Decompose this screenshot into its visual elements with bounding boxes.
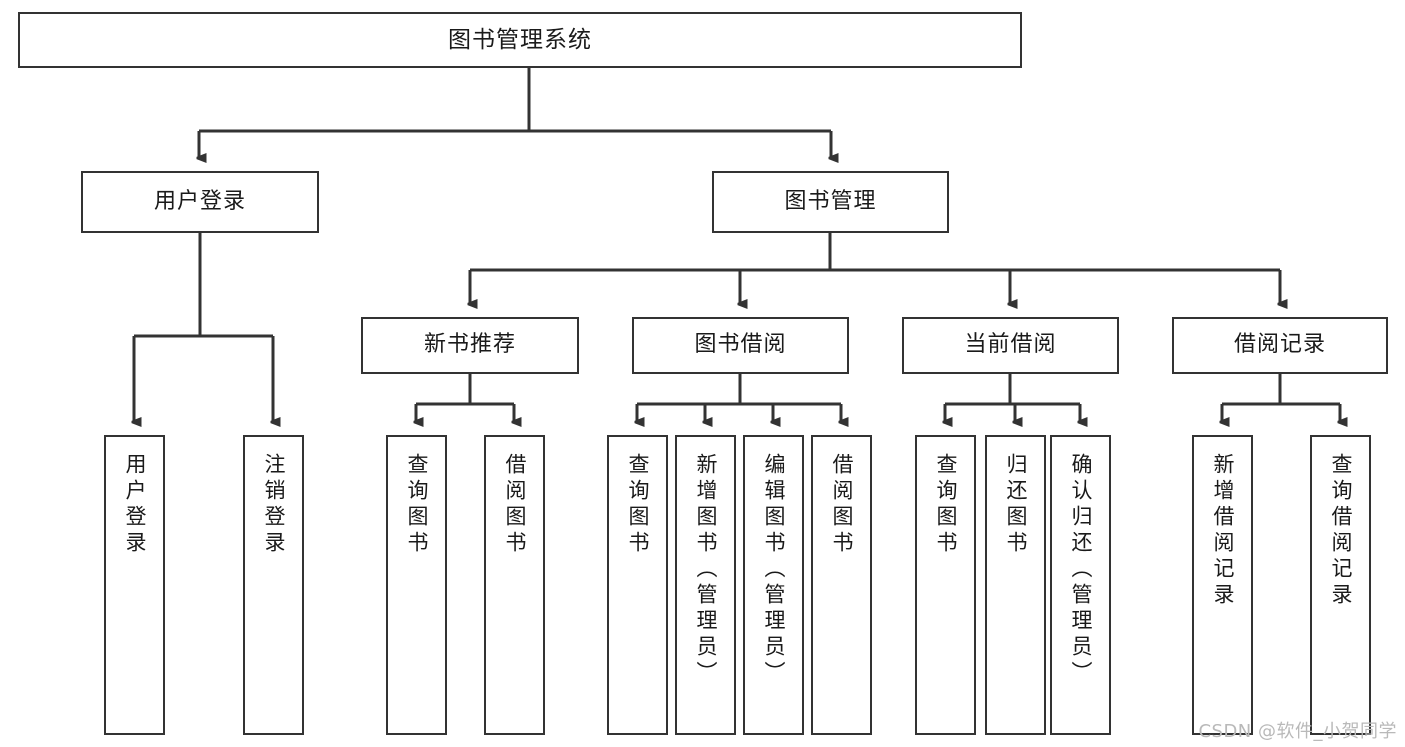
node-label: 图书管理系统: [448, 26, 592, 53]
node-new-book-recommend[interactable]: 新书推荐: [361, 317, 579, 374]
node-book-borrow[interactable]: 图书借阅: [632, 317, 849, 374]
node-label: 借阅图书: [830, 453, 854, 557]
node-book-management-system[interactable]: 图书管理系统: [18, 12, 1022, 68]
node-label: 注销登录: [262, 453, 286, 557]
node-label: 编辑图书（管理员）: [762, 453, 786, 687]
node-label: 借阅图书: [503, 453, 527, 557]
csdn-watermark: CSDN @软件_小贺同学: [1198, 721, 1397, 742]
node-book-management[interactable]: 图书管理: [712, 171, 949, 233]
node-leaf-query-book-2[interactable]: 查询图书: [607, 435, 668, 735]
node-label: 当前借阅: [964, 332, 1057, 358]
node-label: 图书借阅: [694, 332, 787, 358]
node-leaf-return-book[interactable]: 归还图书: [985, 435, 1046, 735]
node-leaf-query-book-1[interactable]: 查询图书: [386, 435, 447, 735]
node-label: 查询图书: [405, 453, 429, 557]
node-current-borrow[interactable]: 当前借阅: [902, 317, 1119, 374]
node-leaf-borrow-book-2[interactable]: 借阅图书: [811, 435, 872, 735]
node-leaf-add-borrow-record[interactable]: 新增借阅记录: [1192, 435, 1253, 735]
node-user-login[interactable]: 用户登录: [81, 171, 319, 233]
node-label: 归还图书: [1004, 453, 1028, 557]
node-label: 借阅记录: [1233, 332, 1326, 358]
node-leaf-query-borrow-record[interactable]: 查询借阅记录: [1310, 435, 1371, 735]
node-label: 查询图书: [626, 453, 650, 557]
node-label: 新增借阅记录: [1211, 453, 1235, 609]
node-label: 新增图书（管理员）: [694, 453, 718, 687]
node-leaf-borrow-book-1[interactable]: 借阅图书: [484, 435, 545, 735]
node-leaf-edit-book-admin[interactable]: 编辑图书（管理员）: [743, 435, 804, 735]
node-borrow-record[interactable]: 借阅记录: [1172, 317, 1388, 374]
node-leaf-logout[interactable]: 注销登录: [243, 435, 304, 735]
node-leaf-add-book-admin[interactable]: 新增图书（管理员）: [675, 435, 736, 735]
node-leaf-confirm-return-admin[interactable]: 确认归还（管理员）: [1050, 435, 1111, 735]
node-label: 用户登录: [123, 453, 147, 557]
node-label: 查询借阅记录: [1329, 453, 1353, 609]
node-label: 图书管理: [784, 188, 877, 214]
node-leaf-user-login[interactable]: 用户登录: [104, 435, 165, 735]
node-label: 查询图书: [934, 453, 958, 557]
node-label: 确认归还（管理员）: [1069, 453, 1093, 687]
node-label: 新书推荐: [423, 332, 516, 358]
node-leaf-query-book-3[interactable]: 查询图书: [915, 435, 976, 735]
node-label: 用户登录: [153, 188, 246, 214]
connector-group-root: [134, 68, 1340, 422]
